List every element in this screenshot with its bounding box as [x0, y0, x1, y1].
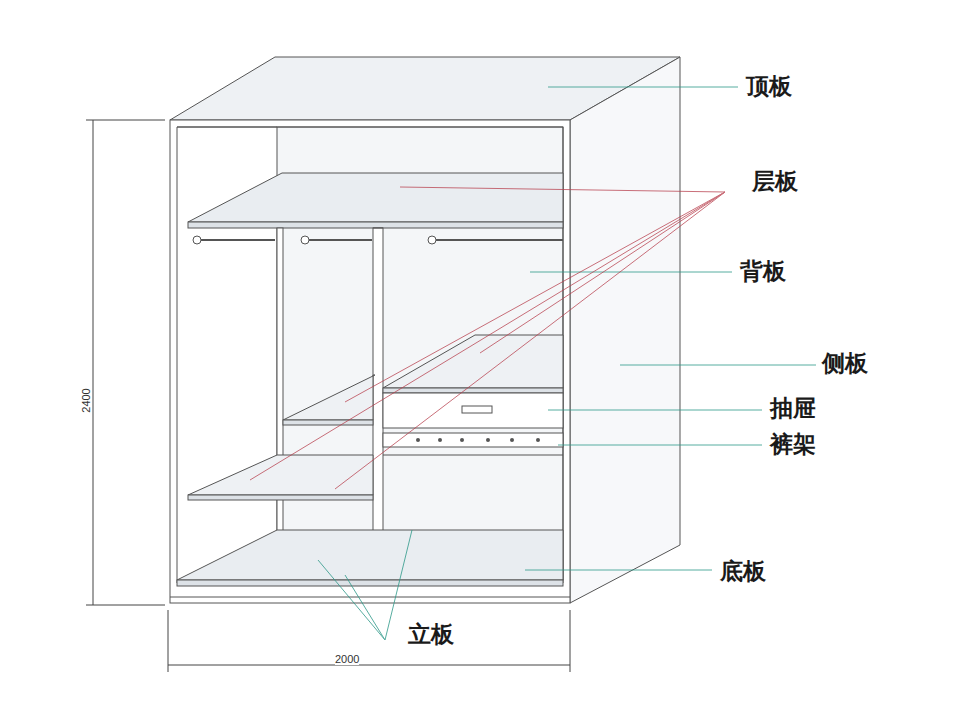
part-label: 侧板	[822, 352, 868, 375]
part-label: 背板	[740, 260, 786, 283]
part-label: 层板	[752, 170, 798, 193]
rack-hook	[416, 438, 420, 442]
dimension-label: 2000	[335, 654, 359, 665]
rack-hook	[510, 438, 514, 442]
part-label: 抽屉	[770, 397, 816, 420]
dimension-label: 2400	[80, 388, 91, 412]
rack-hook	[460, 438, 464, 442]
rack-hook	[486, 438, 490, 442]
part-label: 立板	[408, 623, 454, 646]
part-label: 顶板	[746, 75, 792, 98]
rack-hook	[438, 438, 442, 442]
rack-hook	[536, 438, 540, 442]
part-label: 裤架	[770, 433, 816, 456]
part-label: 底板	[720, 560, 766, 583]
